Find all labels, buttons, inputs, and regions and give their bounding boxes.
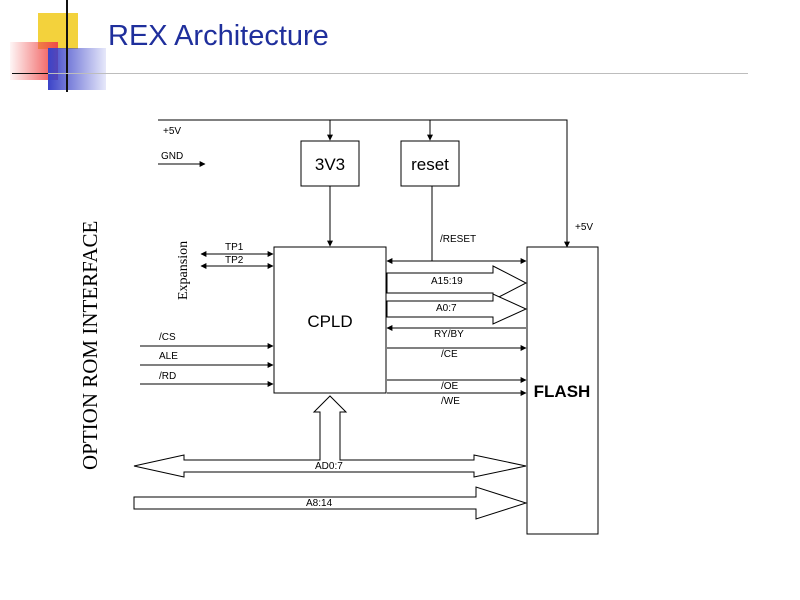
title-divider xyxy=(48,73,748,74)
v3v3-block-label: 3V3 xyxy=(315,155,345,174)
ad0-7-bus-arrow xyxy=(133,395,527,478)
a0-7-bus-arrow xyxy=(386,293,528,325)
gnd-label: GND xyxy=(161,151,183,162)
reset-signal-label: /RESET xyxy=(440,234,476,245)
cpld-block xyxy=(273,246,387,394)
option-rom-interface-label: OPTION ROM INTERFACE xyxy=(78,221,102,470)
a8-14-label: A8:14 xyxy=(306,498,333,509)
a15-19-bus-arrow xyxy=(386,265,528,301)
expansion-label: Expansion xyxy=(176,241,191,300)
tp2-label: TP2 xyxy=(225,255,244,266)
rd-label: /RD xyxy=(159,371,176,382)
ad0-7-label: AD0:7 xyxy=(315,461,343,472)
oe-label: /OE xyxy=(441,381,459,392)
power-rail-line xyxy=(158,119,570,248)
ce-label: /CE xyxy=(441,349,458,360)
tp1-label: TP1 xyxy=(225,242,244,253)
v3v3-block xyxy=(300,140,360,187)
a8-14-bus-arrow xyxy=(133,486,528,520)
flash-block xyxy=(526,246,599,535)
slide-title: REX Architecture xyxy=(108,20,329,52)
flash-block-label: FLASH xyxy=(534,382,591,401)
decor-vertical-line xyxy=(66,0,68,92)
cs-label: /CS xyxy=(159,332,176,343)
a0-7-label: A0:7 xyxy=(436,303,457,314)
ry-by-label: RY/BY xyxy=(434,329,464,340)
we-label: /WE xyxy=(441,396,460,407)
ale-label: ALE xyxy=(159,351,178,362)
reset-block xyxy=(400,140,460,187)
reset-block-label: reset xyxy=(411,155,449,174)
plus5v-left-label: +5V xyxy=(163,126,181,137)
decor-blue-square xyxy=(48,48,106,90)
cpld-block-label: CPLD xyxy=(307,312,352,331)
plus5v-right-label: +5V xyxy=(575,222,593,233)
a15-19-label: A15:19 xyxy=(431,276,463,287)
